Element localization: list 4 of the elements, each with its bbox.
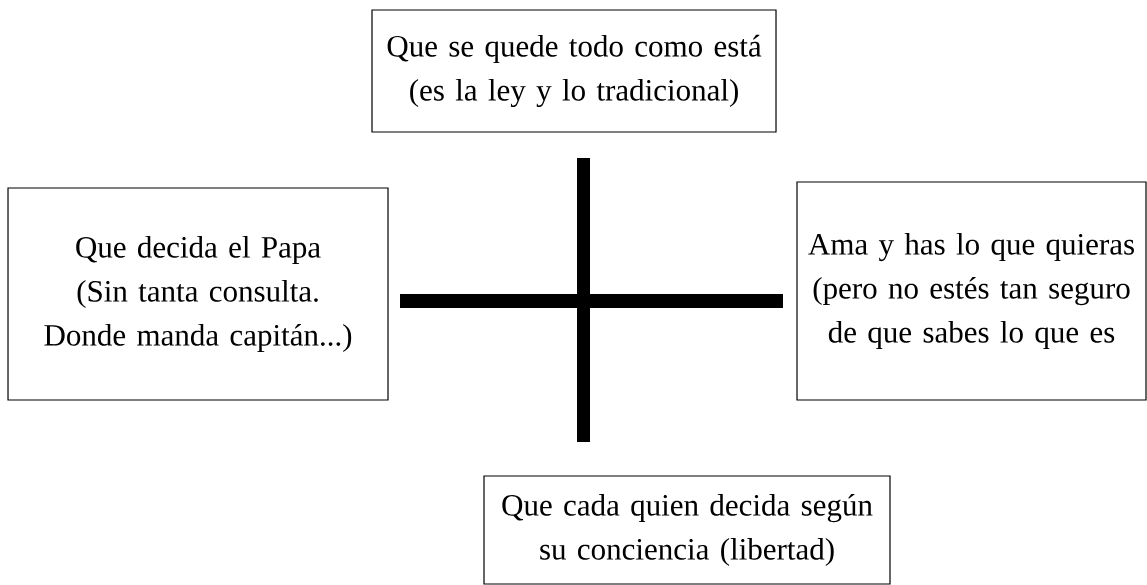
text-box: Que se quede todo como está (es la ley y lo tradicional) — [371, 9, 777, 133]
text-box: Ama y has lo que quieras (pero no estés tan seguro de que sabes lo que es — [796, 181, 1147, 401]
text-box: Que decida el Papa (Sin tanta consulta. Donde manda capitán...) — [7, 187, 389, 401]
text-box: Que cada quien decida según su conciencia (libertad) — [483, 475, 891, 585]
